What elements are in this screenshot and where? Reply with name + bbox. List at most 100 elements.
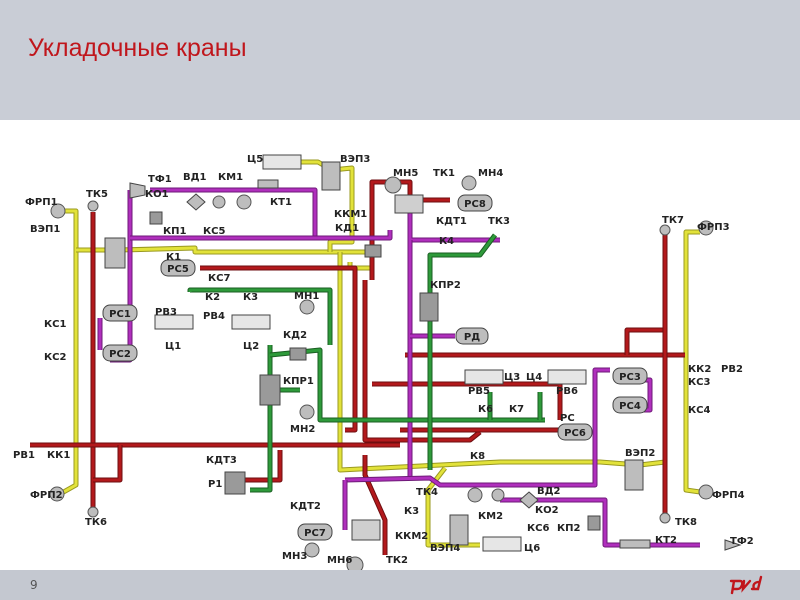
- km1-motor-icon: [236, 194, 252, 210]
- rs2-label: РС2: [109, 349, 131, 360]
- kp2-icon: [587, 515, 601, 531]
- r1-label: Р1: [208, 479, 222, 490]
- yellow-pipe-mid: [338, 252, 667, 472]
- rs3-box: [612, 367, 648, 385]
- slide-footer: 9: [0, 570, 800, 600]
- tf2-label: ТФ2: [730, 536, 754, 547]
- mn6-label: МН6: [327, 555, 352, 566]
- k1-label: К1: [166, 252, 181, 263]
- tk8-valve-icon: [659, 512, 671, 524]
- tk2-label: ТК2: [386, 555, 408, 566]
- frp1-port-icon: [50, 203, 66, 219]
- magenta-pipe-rs: [110, 190, 132, 362]
- red-pipe-rs6-branch: [372, 382, 562, 420]
- rzd-logo: [729, 575, 763, 595]
- magenta-pipe-kt2: [500, 498, 700, 547]
- c2-cylinder-icon: [231, 314, 271, 330]
- mn2-label: МН2: [290, 424, 315, 435]
- rs3-label: РС3: [619, 372, 641, 383]
- slide-header: Укладочные краны: [0, 0, 800, 120]
- rs2-box: [102, 344, 138, 362]
- kt1-label: КТ1: [270, 197, 292, 208]
- c4-cylinder-icon: [547, 369, 587, 385]
- mn2-gauge-icon: [299, 404, 315, 420]
- magenta-pipe-top: [130, 230, 392, 240]
- k4-label: К4: [439, 236, 454, 247]
- mn5-label: МН5: [393, 168, 418, 179]
- rv1-label: РВ1: [13, 450, 35, 461]
- rs7-box: [297, 523, 333, 541]
- km2-label: КМ2: [478, 511, 503, 522]
- vd1-icon: [186, 193, 206, 211]
- kpr2-label: КПР2: [430, 280, 461, 291]
- tf1-icon: [129, 182, 146, 199]
- kd2-icon: [289, 347, 307, 361]
- rs7-label: РС7: [304, 528, 326, 539]
- c3-label: Ц3: [504, 372, 520, 383]
- mn4-gauge-icon: [461, 175, 477, 191]
- rs1-label: РС1: [109, 309, 131, 320]
- rs8-label: РС8: [464, 199, 486, 210]
- tk8-label: ТК8: [675, 517, 697, 528]
- vep2-valve-icon: [624, 459, 644, 491]
- yellow-pipe-right-outline: [683, 229, 701, 495]
- rd-label: РД: [464, 332, 480, 343]
- kkm1-label: ККМ1: [334, 209, 367, 220]
- kt2-icon: [619, 539, 651, 549]
- ko2-label: КО2: [535, 505, 559, 516]
- tk5-valve-icon: [87, 200, 99, 212]
- frp3-port-icon: [698, 220, 714, 236]
- tk6-valve-icon: [87, 506, 99, 518]
- kk2-label: КК2: [688, 364, 711, 375]
- k3a-label: К3: [243, 292, 258, 303]
- kd1-icon: [364, 244, 382, 258]
- frp4-port-icon: [698, 484, 714, 500]
- tk7-label: ТК7: [662, 215, 684, 226]
- rs5-box: [160, 259, 196, 277]
- green-pipe-top: [188, 288, 332, 345]
- kp1-icon: [149, 211, 163, 225]
- tk1-icon: [394, 194, 424, 214]
- r1-icon: [224, 471, 246, 495]
- tk1-label: ТК1: [433, 168, 455, 179]
- red-pipe-loop-outline: [93, 445, 123, 483]
- tf2-icon: [724, 539, 742, 551]
- tk7-valve-icon: [659, 224, 671, 236]
- ks5-label: КС5: [203, 226, 226, 237]
- rv4-label: РВ4: [203, 311, 225, 322]
- red-pipe-a: [363, 280, 481, 442]
- frp2-label: ФРП2: [30, 490, 63, 501]
- vep1-label: ВЭП1: [30, 224, 60, 235]
- vep4-label: ВЭП4: [430, 543, 460, 554]
- kpr2-icon: [419, 292, 439, 322]
- c6-label: Ц6: [524, 543, 540, 554]
- rs-label: РС: [560, 413, 575, 424]
- slide-title: Укладочные краны: [28, 34, 247, 62]
- mn3-label: МН3: [282, 551, 307, 562]
- mn1-gauge-icon: [299, 299, 315, 315]
- c3-cylinder-icon: [464, 369, 504, 385]
- vep3-label: ВЭП3: [340, 154, 370, 165]
- kdt1-label: КДТ1: [436, 216, 467, 227]
- mn4-label: МН4: [478, 168, 503, 179]
- mn3-gauge-icon: [304, 542, 320, 558]
- kkm2-label: ККМ2: [395, 531, 428, 542]
- vep1-valve-icon: [104, 237, 126, 269]
- red-pipe-rs5: [200, 266, 357, 432]
- c1-label: Ц1: [165, 341, 181, 352]
- ks2-label: КС2: [44, 352, 67, 363]
- ks6-label: КС6: [527, 523, 550, 534]
- km1-compressor-icon: [212, 195, 226, 209]
- magenta-pipe-lower: [344, 368, 610, 487]
- kt1-icon: [257, 179, 279, 189]
- red-pipe-r-loop-outline: [624, 327, 665, 355]
- yellow-pipe-right: [684, 230, 701, 494]
- red-pipe-loop: [93, 445, 122, 482]
- c4-label: Ц4: [526, 372, 542, 383]
- red-pipe-rs6-branch-outline: [372, 381, 563, 420]
- ks4-label: КС4: [688, 405, 711, 416]
- vep2-label: ВЭП2: [625, 448, 655, 459]
- ks7-label: КС7: [208, 273, 231, 284]
- rs6-box: [557, 423, 593, 441]
